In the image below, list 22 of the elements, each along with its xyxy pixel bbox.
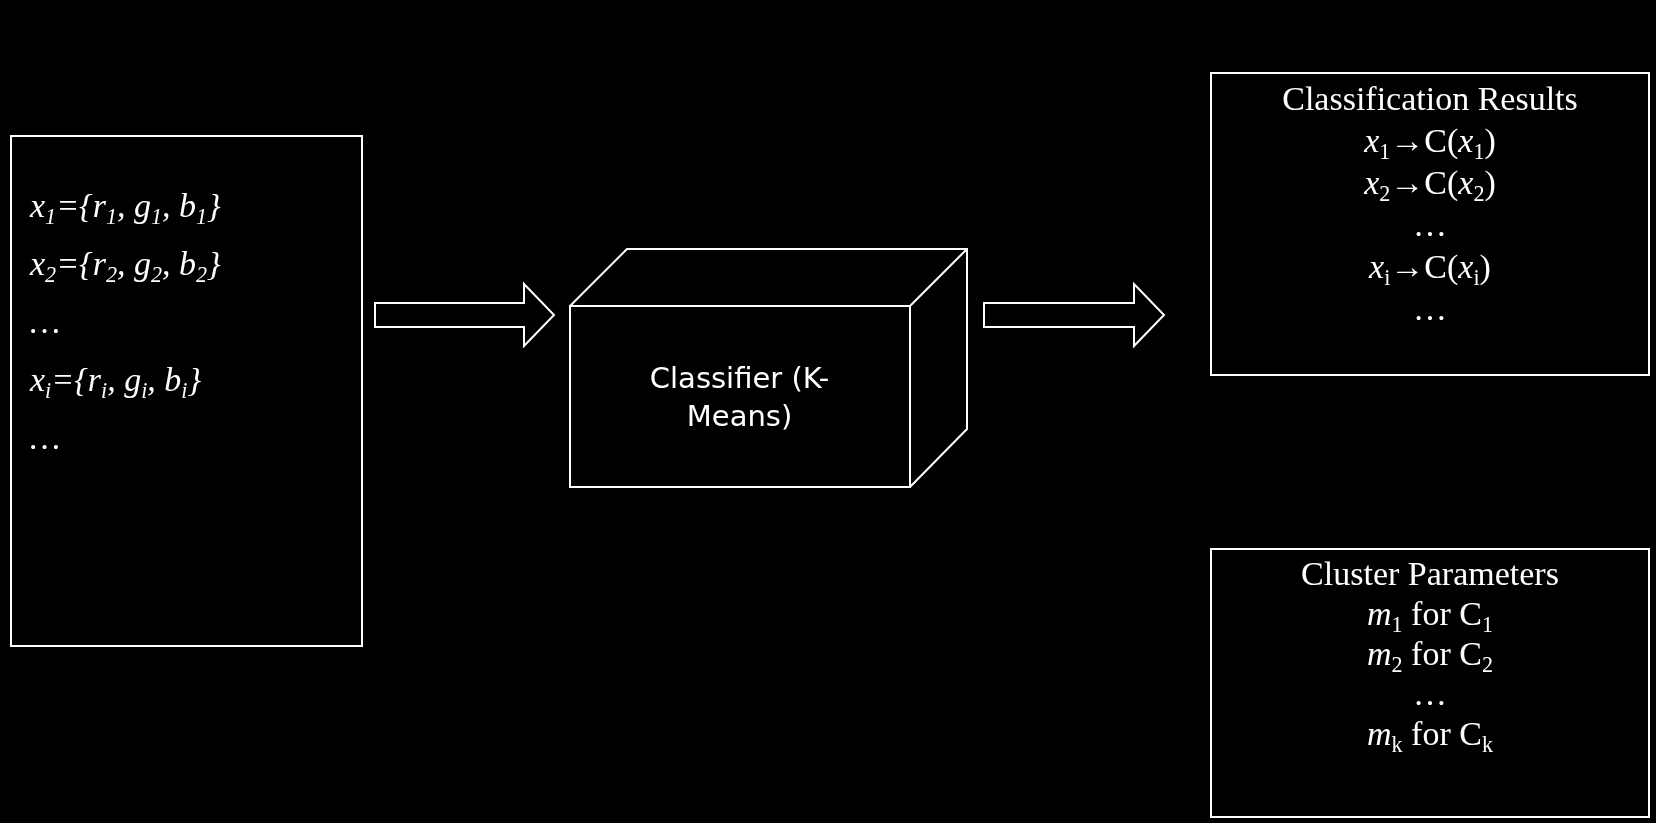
formula-text: … bbox=[1413, 289, 1447, 329]
formula-text: … bbox=[1413, 205, 1447, 245]
formula-text: … bbox=[30, 302, 61, 342]
panel-heading: Cluster Parameters bbox=[1301, 554, 1559, 594]
formula-text: x$_{2}$→C(x$_{2}$) bbox=[1364, 163, 1496, 204]
formula-text: … bbox=[30, 418, 61, 458]
block-arrow bbox=[983, 281, 1166, 349]
formula-text: x$_{1}$→C(x$_{1}$) bbox=[1364, 121, 1496, 162]
formula-text: x$_{i}$→C(x$_{i}$) bbox=[1369, 247, 1491, 288]
formula-text: … bbox=[1413, 674, 1447, 714]
text-panel bbox=[1210, 548, 1650, 818]
text-panel bbox=[10, 135, 363, 647]
block-arrow bbox=[374, 281, 556, 349]
classifier-label: Classifier (K-Means) bbox=[648, 360, 831, 435]
formula-text: x$_{i}$={r$_{i}$, g$_{i}$, b$_{i}$} bbox=[30, 360, 202, 405]
formula-text: m$_{2}$ for C$_{2}$ bbox=[1367, 634, 1493, 674]
formula-text: m$_{1}$ for C$_{1}$ bbox=[1367, 594, 1493, 634]
formula-text: x$_{1}$={r$_{1}$, g$_{1}$, b$_{1}$} bbox=[30, 186, 221, 231]
panel-heading: Classification Results bbox=[1282, 79, 1578, 119]
formula-text: m$_{k}$ for C$_{k}$ bbox=[1367, 714, 1493, 754]
formula-text: x$_{2}$={r$_{2}$, g$_{2}$, b$_{2}$} bbox=[30, 244, 221, 289]
text-panel bbox=[1210, 72, 1650, 376]
